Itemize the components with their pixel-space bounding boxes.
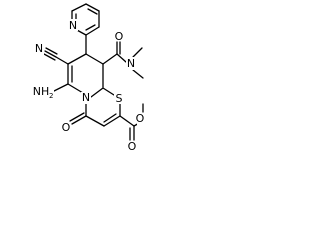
bond-lines [43,3,144,141]
bond [85,24,96,31]
bond [132,47,143,58]
bond [55,56,69,65]
atom-pyridine-nitrogen: N [69,19,77,32]
atom-sulfur: S [116,92,123,105]
bond [67,53,87,65]
bond [51,83,69,93]
bond [67,83,84,94]
bond [85,3,100,12]
bond [85,26,100,36]
bond [85,115,105,127]
bond [85,53,104,65]
atom-amide-nitrogen: N [127,57,135,70]
bond [45,47,58,55]
bond [132,69,144,79]
atom-amide-oxygen: O [115,30,124,43]
atom-ester-carbonyl-oxygen: O [128,140,137,153]
bond [102,53,118,65]
bond [90,87,104,98]
atom-ketone-oxygen: O [62,121,71,134]
bond [103,115,121,127]
bond [103,113,117,123]
bond [69,112,85,122]
atom-ester-ether-oxygen: O [136,112,144,125]
atom-ring-nitrogen: N [82,91,90,104]
bond [116,53,127,63]
bond [102,87,115,96]
atom-nitrile-nitrogen: N [35,42,43,55]
bond [71,115,87,125]
chemical-structure: N N N N S NH 2 O O O O [33,3,144,153]
atom-amine-hydrogen-count: 2 [49,92,53,100]
bond [87,8,98,15]
bond [43,53,56,61]
bond [44,50,57,58]
bond [71,3,87,12]
atom-amine-nitrogen: NH [33,85,50,98]
bond [119,115,135,127]
atom-labels: N N N N S NH 2 O O O O [33,19,144,153]
